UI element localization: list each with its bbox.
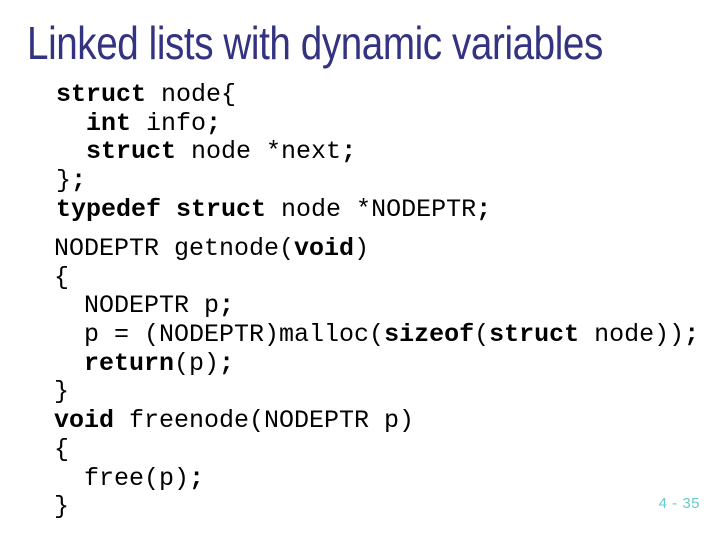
code-block-functions: NODEPTR getnode(void) { NODEPTR p; p = (… <box>54 234 700 522</box>
code-block-struct-definition: struct node{ int info; struct node *next… <box>56 80 492 225</box>
code-text <box>56 109 86 138</box>
code-text: info <box>131 108 207 138</box>
code-keyword: ; <box>219 348 235 378</box>
code-text <box>54 349 84 378</box>
code-keyword: void <box>54 406 115 436</box>
code-line: return(p); <box>54 348 699 379</box>
code-keyword: sizeof <box>384 320 475 350</box>
code-keyword: ; <box>341 137 357 167</box>
code-line: struct node *next; <box>56 138 491 167</box>
code-keyword: void <box>294 234 355 263</box>
code-text: p = (NODEPTR)malloc( <box>54 320 385 350</box>
code-text: { <box>54 262 70 292</box>
code-keyword: ; <box>189 463 205 493</box>
code-keyword: ; <box>684 320 700 350</box>
code-line: typedef struct node *NODEPTR; <box>56 194 492 225</box>
code-keyword: struct <box>56 80 147 109</box>
code-keyword: struct <box>86 137 177 167</box>
code-keyword: ; <box>219 291 235 321</box>
code-keyword: struct <box>489 320 580 350</box>
code-text: node{ <box>146 80 237 109</box>
code-line: free(p); <box>54 463 699 494</box>
code-text: NODEPTR p <box>54 291 220 321</box>
code-text: ( <box>474 320 490 350</box>
code-line: struct node{ <box>56 80 491 110</box>
code-text: free(p) <box>54 463 190 493</box>
code-line: }; <box>56 166 491 196</box>
code-text: (p) <box>174 348 220 378</box>
code-text: ) <box>354 234 370 263</box>
code-line: int info; <box>56 108 491 139</box>
code-text: node *next <box>176 137 342 167</box>
code-keyword: ; <box>71 166 87 196</box>
code-line: { <box>54 434 699 465</box>
code-keyword: return <box>84 348 175 378</box>
code-text: node *NODEPTR <box>266 194 477 224</box>
code-keyword: ; <box>206 108 222 138</box>
code-keyword: int <box>86 108 132 138</box>
code-text: freenode(NODEPTR p) <box>114 406 415 436</box>
page-number: 4 - 35 <box>658 495 700 512</box>
code-text <box>56 137 86 166</box>
code-line: NODEPTR getnode(void) <box>54 234 699 264</box>
code-text: node)) <box>579 320 685 350</box>
code-keyword: ; <box>476 194 492 224</box>
code-line: { <box>54 262 699 293</box>
code-text: } <box>54 377 70 407</box>
code-line: void freenode(NODEPTR p) <box>54 406 699 436</box>
code-text: NODEPTR getnode( <box>54 234 295 263</box>
code-line: } <box>54 492 699 522</box>
code-text: { <box>54 434 70 464</box>
code-line: } <box>54 378 699 407</box>
code-keyword: typedef struct <box>56 194 267 224</box>
slide-title: Linked lists with dynamic variables <box>27 17 603 69</box>
code-text: } <box>54 492 70 522</box>
code-text: } <box>56 166 72 196</box>
code-line: p = (NODEPTR)malloc(sizeof(struct node))… <box>54 320 700 350</box>
code-line: NODEPTR p; <box>54 292 699 321</box>
